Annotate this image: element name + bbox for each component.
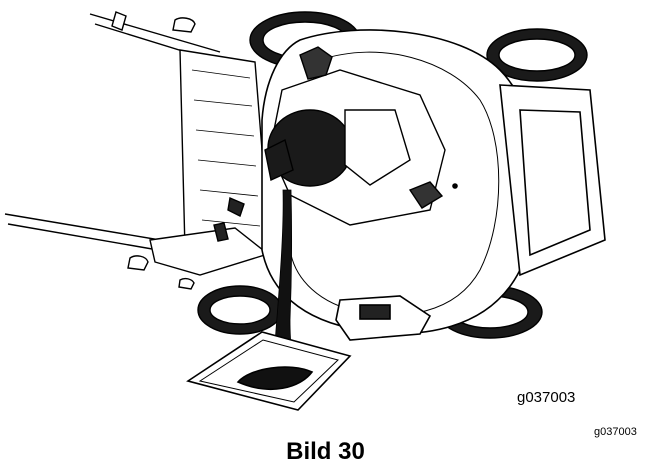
oil-drain-pan xyxy=(186,331,352,411)
figure-code-in-drawing: g037003 xyxy=(517,389,576,406)
mower-handle xyxy=(4,11,221,290)
rear-frame xyxy=(149,49,271,276)
figure-caption: Bild 30 xyxy=(286,438,365,465)
mower-engine xyxy=(264,46,446,226)
lawn-mower-oil-drain-illustration xyxy=(4,11,606,411)
figure-code-corner: g037003 xyxy=(594,426,637,438)
